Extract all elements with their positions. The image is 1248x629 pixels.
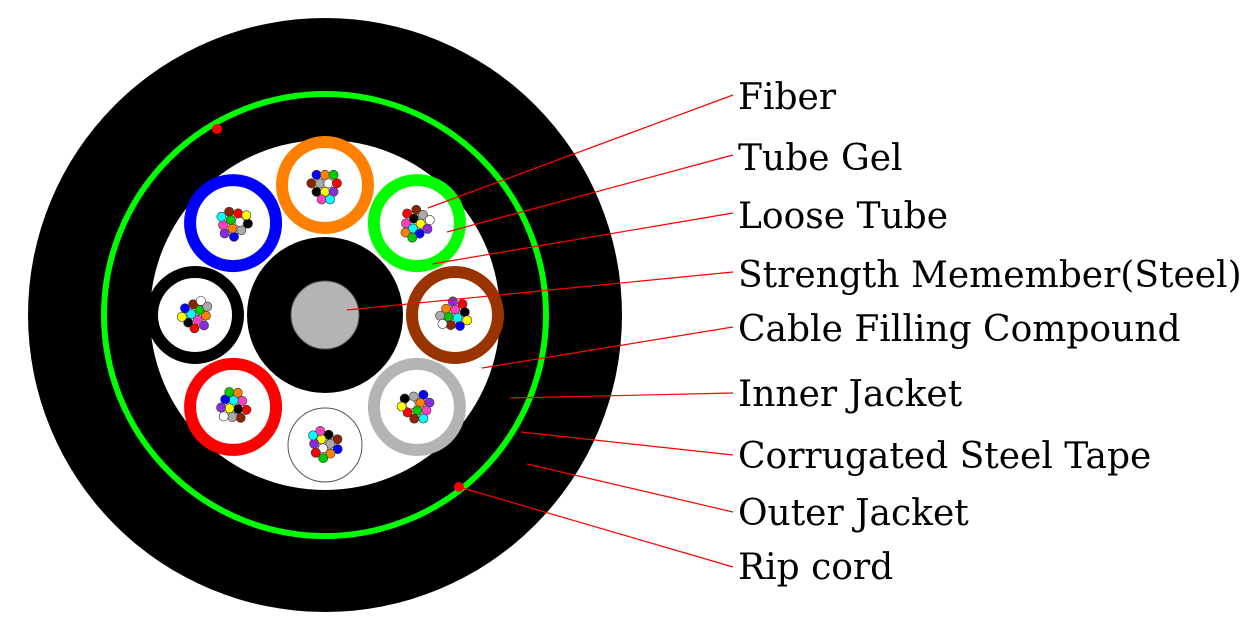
fiber [183, 317, 194, 328]
fiber [323, 429, 334, 440]
fiber [199, 320, 209, 331]
fiber [452, 312, 463, 323]
fiber [331, 178, 342, 189]
label-loose-tube: Loose Tube [738, 196, 948, 237]
fiber [328, 169, 339, 180]
fiber [407, 232, 418, 243]
fiber [424, 215, 435, 225]
fiber [235, 412, 246, 423]
fiber [462, 315, 473, 326]
fiber [224, 403, 235, 414]
fiber [186, 309, 197, 319]
leader-line-fiber [427, 94, 734, 209]
loose-tubes-group [146, 136, 504, 489]
label-inner-jacket: Inner Jacket [738, 374, 963, 415]
fiber [180, 303, 190, 314]
fiber [325, 194, 335, 205]
fiber [202, 301, 213, 312]
fiber [311, 169, 322, 180]
fiber [435, 310, 446, 321]
fiber [233, 208, 244, 219]
fiber [396, 401, 407, 412]
leader-line-strength-member [346, 271, 734, 311]
fiber [325, 448, 336, 459]
fiber [415, 218, 426, 229]
labels: Fiber Tube Gel Loose Tube Strength Memem… [738, 77, 1242, 588]
leader-line-rip-cord [458, 486, 734, 568]
loose-tube-inner-edge [287, 407, 363, 483]
fiber [447, 296, 458, 307]
fiber [409, 413, 420, 424]
fiber [232, 387, 243, 398]
label-rip-cord: Rip cord [738, 547, 893, 588]
leader-line-outer-jacket [526, 463, 734, 513]
rip-cord-dot [212, 124, 222, 134]
fiber [241, 210, 252, 221]
fiber [189, 323, 200, 334]
fiber [233, 404, 243, 414]
corrugated-steel-tape [101, 91, 549, 539]
fiber [450, 304, 461, 315]
fiber [216, 211, 227, 222]
fiber [408, 213, 419, 224]
fiber [237, 395, 248, 406]
fiber [455, 321, 465, 331]
fiber [314, 178, 325, 189]
fiber [176, 311, 187, 322]
fiber [227, 412, 238, 422]
fiber [315, 426, 326, 436]
leader-line-filling-compound [481, 326, 734, 369]
label-strength-member: Strength Memember(Steel) [738, 255, 1242, 296]
label-fiber: Fiber [738, 77, 837, 118]
fiber [402, 407, 413, 418]
fiber [195, 295, 206, 306]
fiber [309, 438, 320, 449]
fiber [400, 227, 411, 238]
fiber [224, 206, 235, 217]
fiber [422, 223, 433, 234]
label-outer-jacket: Outer Jacket [738, 493, 969, 534]
fiber [192, 314, 203, 325]
fiber [318, 453, 329, 464]
leader-line-steel-tape [520, 431, 734, 456]
leader-line-inner-jacket [509, 392, 734, 399]
fiber [306, 178, 317, 189]
fiber [243, 218, 253, 229]
leader-line-loose-tube [431, 212, 734, 265]
fiber [402, 208, 412, 219]
fiber [229, 231, 239, 242]
fiber [310, 447, 321, 458]
fiber [224, 387, 235, 397]
fiber [218, 411, 229, 422]
fiber [227, 223, 238, 234]
fiber [216, 402, 226, 413]
fiber [241, 404, 252, 415]
strength-member-steel [290, 280, 360, 350]
label-tube-gel: Tube Gel [738, 138, 903, 179]
label-filling-compound: Cable Filling Compound [738, 309, 1181, 350]
leader-line-tube-gel [446, 154, 734, 233]
label-steel-tape: Corrugated Steel Tape [738, 436, 1151, 477]
fiber [437, 318, 448, 329]
fiber [308, 430, 318, 441]
leader-lines [346, 94, 734, 568]
fiber [316, 194, 327, 205]
fiber [445, 320, 456, 330]
fiber [332, 444, 343, 455]
cable-cross-section [28, 18, 622, 612]
fiber [418, 413, 429, 424]
fiber [323, 178, 334, 189]
fiber [332, 434, 343, 445]
fiber [225, 215, 236, 225]
fiber [320, 169, 330, 180]
